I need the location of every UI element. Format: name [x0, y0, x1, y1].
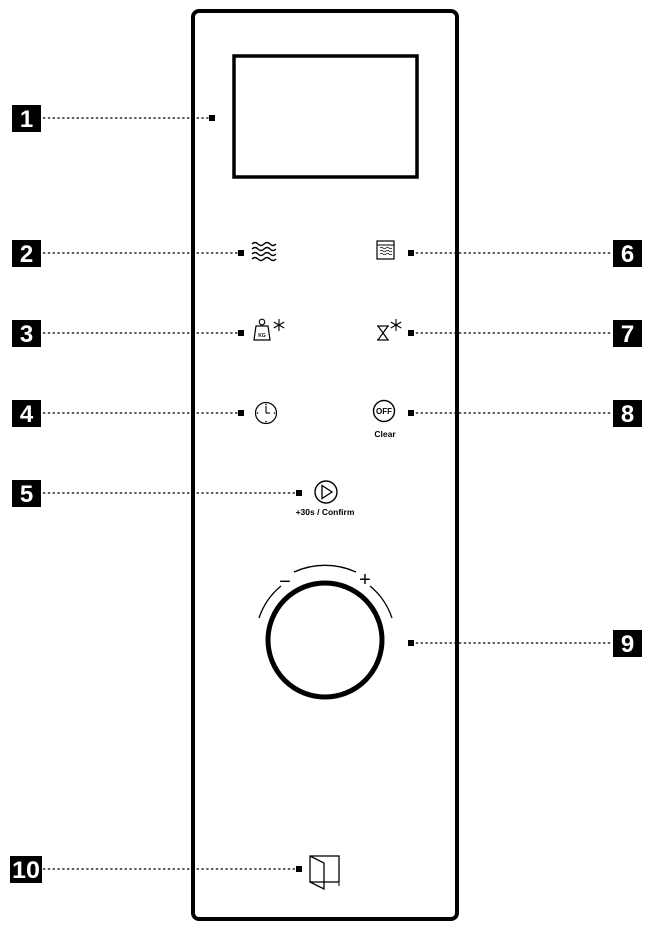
control-panel-outline — [191, 9, 459, 921]
start-confirm-button[interactable]: +30s / Confirm — [296, 480, 355, 517]
door-release-button[interactable] — [309, 855, 340, 891]
leader-points — [209, 115, 414, 872]
dial-arc-top — [293, 564, 357, 573]
microwave-waves-icon — [251, 241, 277, 262]
grill-icon — [376, 240, 395, 260]
callout-label-7: 7 — [613, 320, 642, 348]
callout-number: 6 — [621, 241, 634, 268]
callout-label-10: 10 — [10, 856, 42, 884]
display-screen — [232, 54, 419, 179]
callout-label-4: 4 — [12, 400, 41, 428]
off-symbol: OFF — [376, 407, 392, 416]
leader-point-10 — [296, 866, 302, 872]
dial-arc-right — [369, 585, 393, 619]
time-defrost-button[interactable] — [377, 319, 402, 341]
clock-button[interactable] — [254, 401, 278, 425]
callout-number: 9 — [621, 631, 634, 658]
leader-point-4 — [238, 410, 244, 416]
leader-point-7 — [408, 330, 414, 336]
leader-point-2 — [238, 250, 244, 256]
dial-knob[interactable] — [265, 580, 385, 700]
callout-number: 2 — [20, 241, 33, 268]
start-caption: +30s / Confirm — [296, 507, 355, 517]
leader-point-6 — [408, 250, 414, 256]
callout-number: 1 — [20, 106, 33, 133]
callout-number: 7 — [621, 321, 634, 348]
callout-label-1: 1 — [12, 105, 41, 133]
leader-point-8 — [408, 410, 414, 416]
callout-number: 3 — [20, 321, 33, 348]
dial-plus-sign: + — [359, 569, 371, 591]
callout-number: 5 — [20, 481, 33, 508]
off-icon: OFF — [372, 399, 396, 423]
callout-label-5: 5 — [12, 480, 41, 508]
leader-lines — [43, 117, 611, 870]
callout-label-6: 6 — [613, 240, 642, 268]
leader-point-9 — [408, 640, 414, 646]
hourglass-icon — [377, 325, 389, 341]
dial-minus-sign: − — [279, 571, 291, 593]
weight-icon: KG — [253, 318, 271, 341]
leader-point-3 — [238, 330, 244, 336]
play-icon — [314, 480, 338, 504]
callout-label-3: 3 — [12, 320, 41, 348]
callout-label-2: 2 — [12, 240, 41, 268]
kg-mark: KG — [258, 333, 266, 339]
dial-arc-left — [258, 585, 282, 619]
snowflake-icon — [273, 319, 285, 331]
microwave-button[interactable] — [251, 241, 277, 262]
stop-clear-button[interactable]: OFF Clear — [372, 399, 397, 440]
callout-number: 4 — [20, 401, 34, 428]
callout-labels: 1 2 3 4 5 6 7 8 — [10, 105, 642, 884]
weight-defrost-button[interactable]: KG — [253, 318, 285, 341]
control-dial[interactable]: − + — [258, 564, 393, 700]
door-open-icon — [309, 855, 340, 891]
callout-number: 10 — [12, 857, 40, 884]
leader-point-5 — [296, 490, 302, 496]
callout-label-8: 8 — [613, 400, 642, 428]
clock-icon — [254, 401, 278, 425]
clear-caption: Clear — [374, 429, 396, 439]
snowflake-icon — [390, 319, 402, 331]
leader-point-1 — [209, 115, 215, 121]
grill-button[interactable] — [376, 240, 395, 260]
callout-number: 8 — [621, 401, 634, 428]
callout-label-9: 9 — [613, 630, 642, 658]
